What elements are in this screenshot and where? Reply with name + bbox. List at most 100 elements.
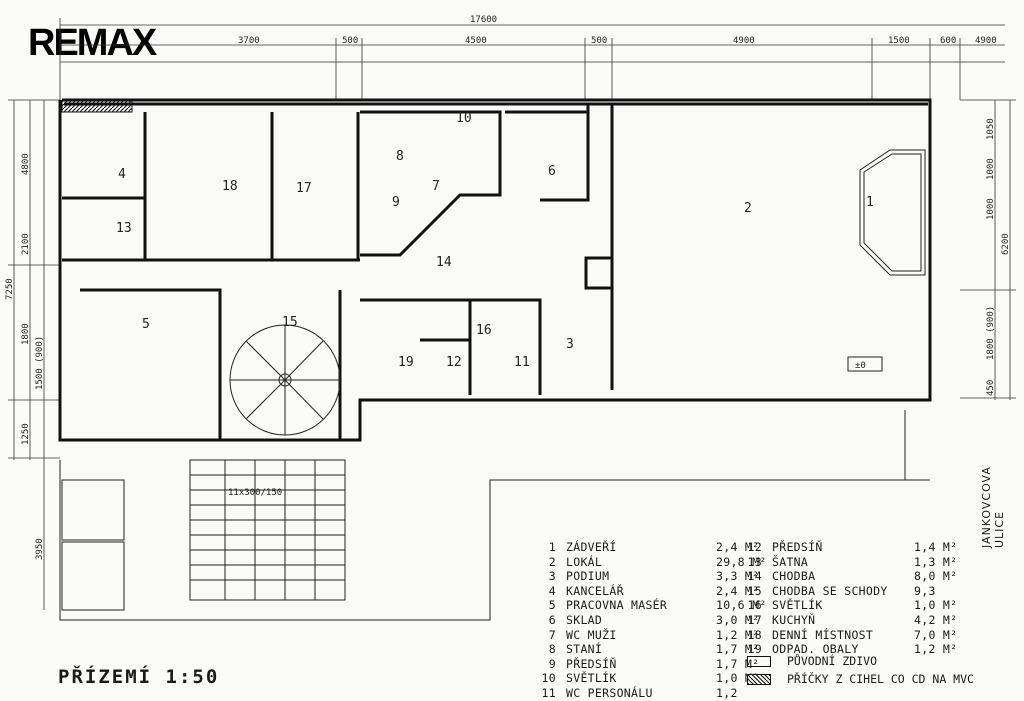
- top-dimension-labels: 17600 3700 500 4500 500 4900 1500 600 49…: [238, 15, 997, 46]
- legend-no: 1: [548, 540, 556, 554]
- dim-top: 500: [342, 36, 358, 46]
- room-number: 7: [432, 179, 440, 194]
- legend-no: 19: [747, 642, 762, 657]
- legend-area: 3,3 M²: [716, 569, 760, 584]
- dim-right: 1000: [986, 198, 996, 220]
- room-number: 19: [398, 355, 414, 370]
- legend-no: 5: [548, 598, 556, 613]
- legend-no: 16: [747, 598, 762, 613]
- legend-name: DENNÍ MÍSTNOST: [772, 627, 874, 642]
- room-number: 3: [566, 337, 574, 352]
- legend-area: 2,4 M²: [716, 583, 760, 598]
- room-number: 17: [296, 181, 312, 196]
- legend-name: KUCHYŇ: [772, 612, 816, 627]
- key-row-brick-partitions: PŘÍČKY Z CIHEL CO CD NA MVC: [747, 670, 974, 688]
- dim-right: 450: [986, 380, 996, 396]
- level-mark: ±0: [855, 361, 866, 371]
- dim-left: 2100: [21, 233, 31, 255]
- legend-name: WC MUŽI: [566, 627, 617, 642]
- key-row-original-walls: PŮVODNÍ ZDIVO: [747, 652, 974, 670]
- key-label: PŮVODNÍ ZDIVO: [787, 654, 878, 668]
- legend-no: 12: [747, 540, 762, 554]
- room-number: 9: [392, 195, 400, 210]
- legend-name: PŘEDSÍŇ: [566, 656, 617, 671]
- legend-row: 7 WC MUŽI 1,2 M²: [536, 628, 767, 643]
- dim-left: 1800: [21, 323, 31, 345]
- right-dimension-labels: 1050 1000 1000 6200 1800 (900) 450: [986, 118, 1011, 396]
- legend-name: CHODBA: [772, 569, 816, 584]
- legend-row: 17 KUCHYŇ 4,2 M²: [742, 613, 957, 628]
- legend-area: 1,2: [716, 685, 738, 700]
- legend-row: 3 PODIUM 3,3 M²: [536, 569, 767, 584]
- dim-left: 7250: [5, 278, 15, 300]
- legend-no: 18: [747, 627, 762, 642]
- dim-right: 1800 (900): [986, 306, 996, 360]
- legend-no: 13: [747, 554, 762, 569]
- legend-area: 1,3 M²: [914, 554, 958, 569]
- legend-no: 8: [548, 642, 556, 657]
- legend-name: SVĚTLÍK: [566, 671, 617, 686]
- key-label: PŘÍČKY Z CIHEL CO CD NA MVC: [787, 672, 974, 686]
- outer-walls: [60, 100, 930, 440]
- top-dimension-lines: [60, 18, 1005, 100]
- legend-area: 4,2 M²: [914, 612, 958, 627]
- room-number: 5: [142, 317, 150, 332]
- legend-name: ODPAD. OBALY: [772, 642, 859, 657]
- legend-no: 3: [548, 569, 556, 584]
- original-wall-swatch: [747, 655, 771, 667]
- dim-top: 4500: [465, 36, 487, 46]
- exterior-stairs: 11x300/150: [60, 410, 930, 620]
- room-number: 12: [446, 355, 462, 370]
- spiral-staircase: [230, 325, 340, 435]
- room-number: 1: [866, 195, 874, 210]
- legend-row: 2 LOKÁL 29,8 M²: [536, 555, 767, 570]
- dim-top: 4900: [975, 36, 997, 46]
- legend-no: 9: [548, 656, 556, 671]
- legend-name: SKLAD: [566, 612, 603, 627]
- room-number: 14: [436, 255, 452, 270]
- room-number: 10: [456, 111, 472, 126]
- right-dimension-lines: [960, 100, 1016, 400]
- legend-name: PRACOVNA MASÉR: [566, 598, 668, 613]
- dim-left: 4800: [21, 153, 31, 175]
- legend-area: 8,0 M²: [914, 569, 958, 584]
- dim-left: 3950: [35, 538, 45, 560]
- legend-no: 4: [548, 583, 556, 598]
- room-number: 15: [282, 315, 298, 330]
- legend-no: 10: [541, 671, 556, 686]
- left-dimension-lines: [8, 100, 60, 610]
- legend-area: 2,4 M²: [716, 540, 760, 554]
- room-numbers: 4 13 18 17 8 10 9 7 6 2 1 14 15 5 16 3 1…: [116, 111, 874, 370]
- room-number: 2: [744, 201, 752, 216]
- legend-name: KANCELÁŘ: [566, 583, 624, 598]
- dim-top: 3700: [238, 36, 260, 46]
- brick-partition-swatch: [747, 673, 771, 685]
- street-name: JANKOVCOVA ULICE: [980, 466, 1006, 548]
- wall-key: PŮVODNÍ ZDIVO PŘÍČKY Z CIHEL CO CD NA MV…: [747, 652, 974, 688]
- legend-name: CHODBA SE SCHODY: [772, 583, 888, 598]
- legend-no: 7: [548, 627, 556, 642]
- legend-area: 1,0 M²: [914, 598, 958, 613]
- legend-name: LOKÁL: [566, 554, 603, 569]
- legend-area: 1,2 M²: [716, 627, 760, 642]
- level-mark-box: [848, 357, 882, 371]
- legend-name: PODIUM: [566, 569, 610, 584]
- legend-name: ŠATNA: [772, 554, 809, 569]
- legend-area: 9,3: [914, 583, 936, 598]
- legend-no: 17: [747, 612, 762, 627]
- legend-no: 2: [548, 554, 556, 569]
- legend-area: 29,8 M²: [716, 554, 767, 569]
- legend-name: PŘEDSÍŇ: [772, 540, 823, 554]
- dim-top: 500: [591, 36, 607, 46]
- dim-total-width: 17600: [470, 15, 497, 25]
- legend-area: 3,0 M²: [716, 612, 760, 627]
- dim-right: 1050: [986, 118, 996, 140]
- legend-row: 13 ŠATNA 1,3 M²: [742, 555, 957, 570]
- dim-right: 6200: [1001, 233, 1011, 255]
